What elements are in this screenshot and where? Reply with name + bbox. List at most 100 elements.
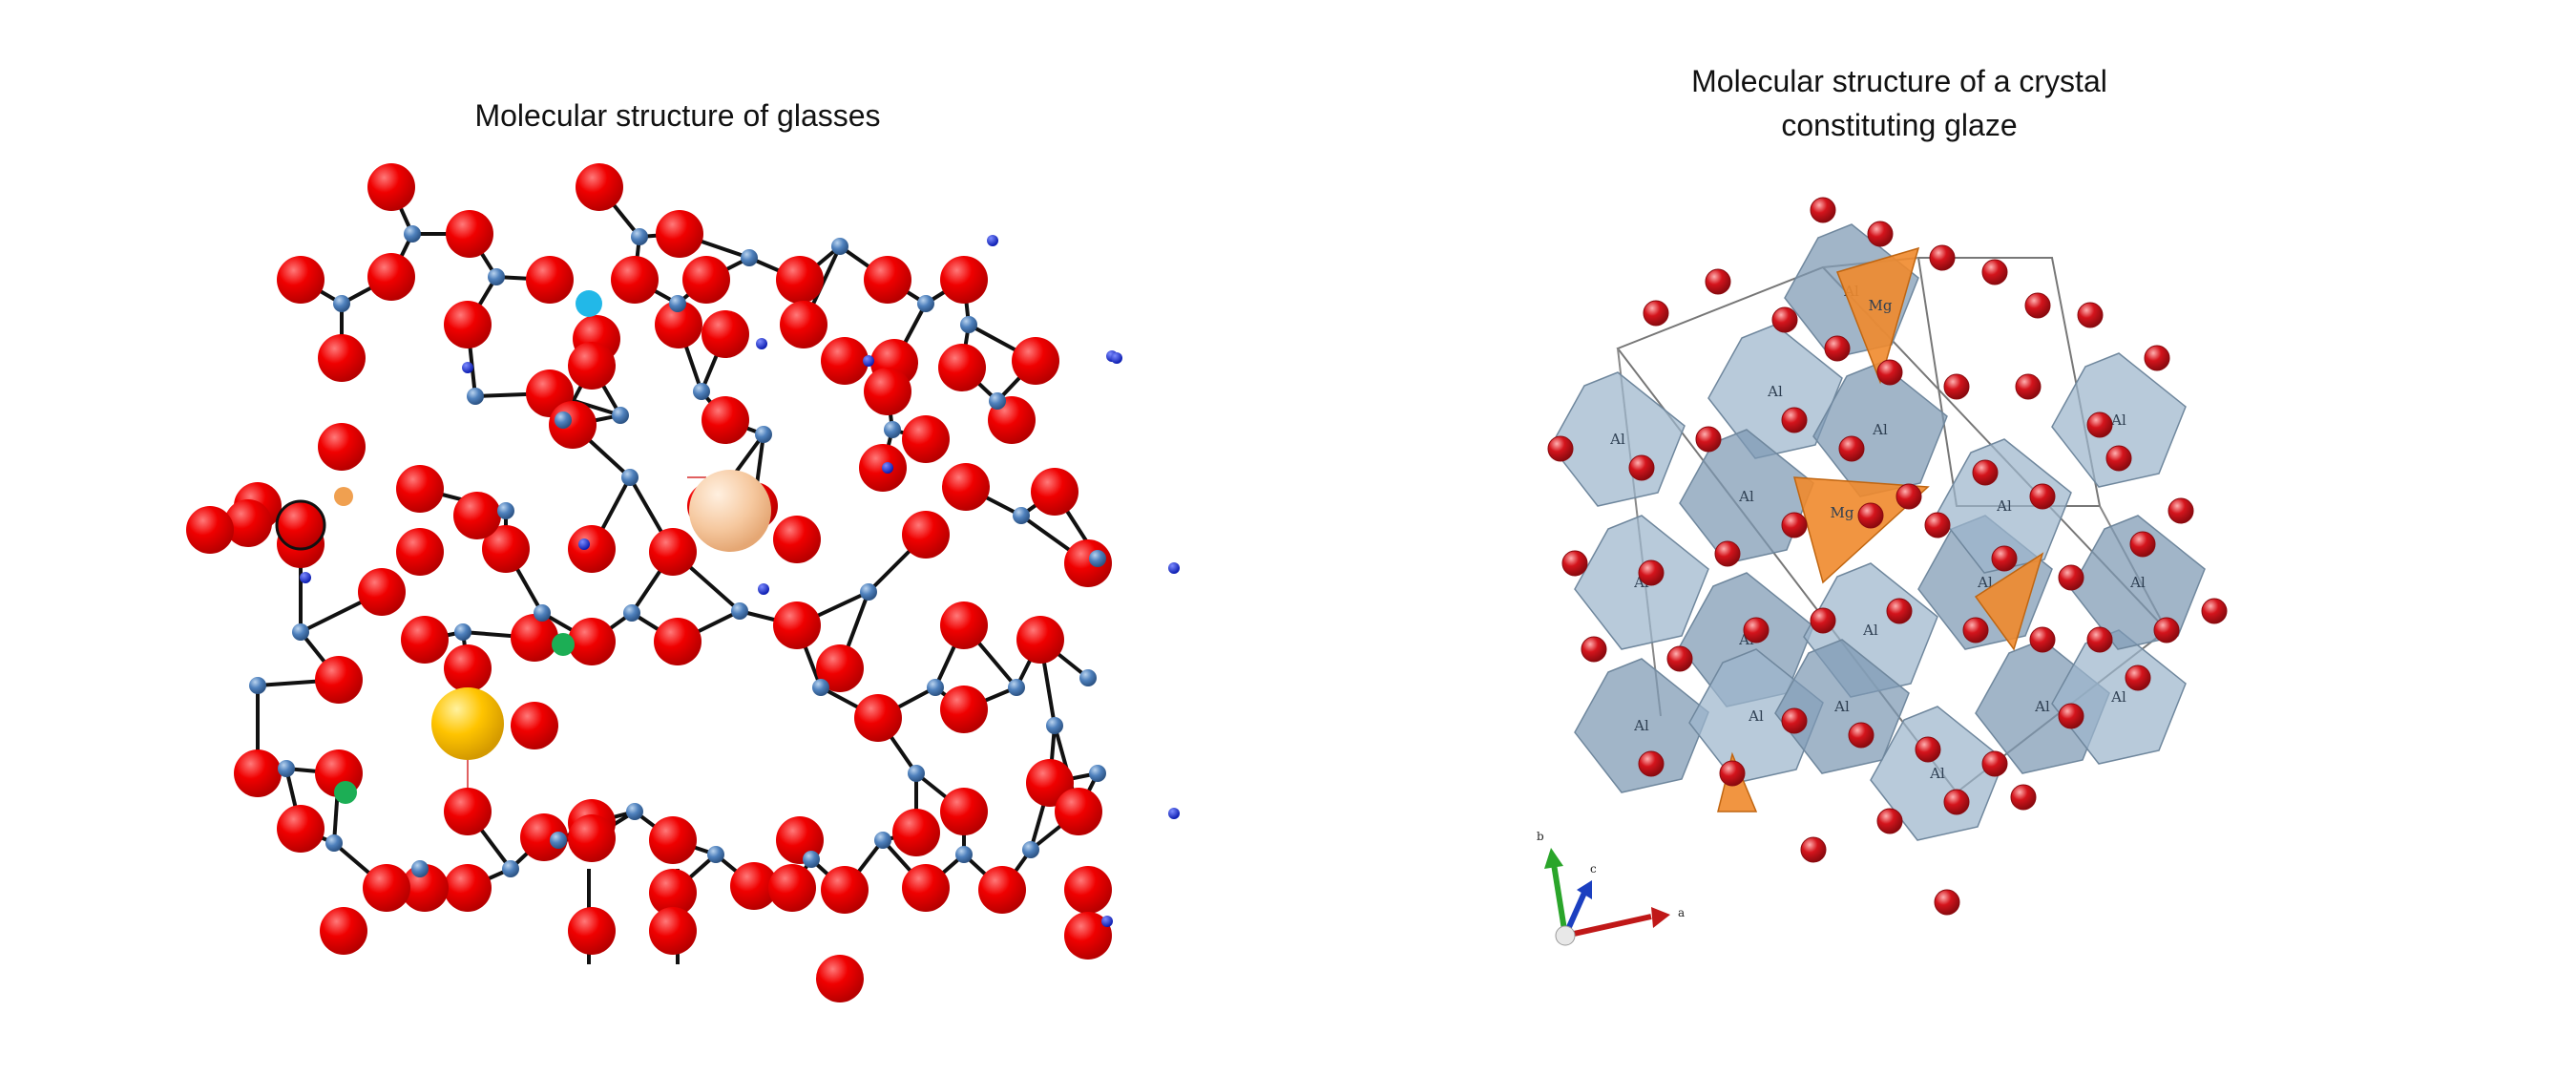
crystal-oxygen-atom — [1886, 598, 1913, 624]
crystal-oxygen-atom — [1981, 750, 2008, 777]
crystal-oxygen-atom — [1810, 607, 1836, 634]
oxygen-atom — [568, 342, 616, 390]
oxygen-atom — [655, 301, 702, 348]
crystal-oxygen-atom — [1810, 197, 1836, 223]
crystal-oxygen-atom — [1743, 617, 1770, 643]
large-peach-cation — [689, 470, 771, 552]
silicon-atom — [1089, 765, 1106, 782]
silicon-atom — [333, 295, 350, 312]
al-label: Al — [1996, 497, 2012, 515]
oxygen-atom — [702, 310, 749, 358]
network-modifier-ion — [1101, 916, 1113, 927]
silicon-atom — [874, 832, 891, 849]
mg-tetrahedron — [1836, 246, 1920, 385]
crystal-oxygen-atom — [1666, 645, 1693, 672]
crystal-oxygen-atom — [1771, 306, 1798, 333]
oxygen-atom — [940, 788, 988, 835]
silicon-atom — [741, 249, 758, 266]
silicon-atom — [411, 860, 429, 877]
crystal-oxygen-atom — [1638, 750, 1665, 777]
oxygen-atom — [367, 163, 415, 211]
network-modifier-ion — [863, 355, 874, 367]
oxygen-atom — [892, 809, 940, 856]
silicon-atom — [292, 623, 309, 641]
al-label: Al — [1833, 698, 1850, 715]
al-label: Al — [1767, 383, 1783, 400]
oxygen-atom — [520, 813, 568, 861]
silicon-atom — [631, 228, 648, 245]
silicon-atom — [550, 832, 567, 849]
oxygen-atom — [940, 601, 988, 649]
silicon-atom — [1089, 550, 1106, 567]
silicon-atom — [1046, 717, 1063, 734]
silicon-atom — [731, 602, 748, 620]
oxygen-atom — [649, 816, 697, 864]
oxygen-atom — [702, 396, 749, 444]
network-modifier-ion — [462, 362, 473, 373]
crystal-oxygen-atom — [1581, 636, 1607, 663]
al-octahedron — [2070, 515, 2206, 650]
silicon-atom — [467, 388, 484, 405]
crystal-oxygen-atom — [1924, 512, 1951, 538]
crystal-oxygen-atom — [2058, 564, 2084, 591]
oxygen-atom — [649, 907, 697, 955]
crystal-oxygen-atom — [1781, 512, 1808, 538]
oxygen-atom — [568, 907, 616, 955]
glass-network-diagram — [186, 163, 1180, 1002]
network-modifier-ion — [300, 572, 311, 583]
silicon-atom — [534, 604, 551, 622]
oxygen-atom — [444, 644, 492, 692]
silicon-atom — [927, 679, 944, 696]
oxygen-atom — [1055, 788, 1102, 835]
oxygen-atom — [649, 869, 697, 917]
oxygen-atom — [576, 163, 623, 211]
crystal-oxygen-atom — [2010, 784, 2037, 811]
mg-label: Mg — [1831, 504, 1854, 521]
oxygen-atom — [186, 506, 234, 554]
al-label: Al — [2129, 574, 2146, 591]
oxygen-atom — [401, 864, 449, 912]
axis-b-arrow — [1551, 863, 1568, 937]
bridging-oxygen-atom — [275, 499, 326, 551]
crystal-oxygen-atom — [1838, 435, 1865, 462]
glass-structure-title: Molecular structure of glasses — [474, 98, 881, 133]
oxygen-atom — [768, 864, 816, 912]
network-modifier-ion — [756, 338, 767, 349]
crystal-oxygen-atom — [1857, 502, 1884, 529]
crystal-oxygen-atom — [1705, 268, 1731, 295]
oxygen-atom — [773, 516, 821, 563]
oxygen-atom — [277, 805, 325, 853]
axis-a-arrowhead — [1651, 907, 1670, 928]
oxygen-atom — [446, 210, 493, 258]
crystal-oxygen-atom — [1895, 483, 1922, 510]
axis-b-label: b — [1537, 830, 1544, 843]
silicon-atom — [454, 623, 471, 641]
silicon-atom — [831, 238, 848, 255]
al-label: Al — [1609, 431, 1625, 448]
crystal-oxygen-atom — [1876, 808, 1903, 834]
network-modifier-ion — [1168, 808, 1180, 819]
crystal-oxygen-atom — [1800, 836, 1827, 863]
crystal-oxygen-atom — [2105, 445, 2132, 472]
crystal-oxygen-atom — [2015, 373, 2042, 400]
oxygen-atom — [234, 749, 282, 797]
oxygen-atom — [568, 814, 616, 862]
oxygen-atom — [396, 528, 444, 576]
crystal-oxygen-atom — [1561, 550, 1588, 577]
silicon-atom — [1022, 841, 1039, 858]
crystal-title-line-1: Molecular structure of a crystal — [1691, 64, 2107, 98]
crystal-oxygen-atom — [1876, 359, 1903, 386]
oxygen-atom — [363, 864, 410, 912]
silicon-atom — [669, 295, 686, 312]
crystal-oxygen-atom — [1867, 221, 1894, 247]
silicon-atom — [908, 765, 925, 782]
oxygen-atom — [482, 525, 530, 573]
oxygen-atom — [444, 788, 492, 835]
silicon-atom — [693, 383, 710, 400]
oxygen-atom — [821, 866, 869, 914]
silicon-atom — [502, 860, 519, 877]
axis-c-label: c — [1590, 862, 1597, 876]
oxygen-atom — [656, 210, 703, 258]
silicon-atom — [989, 392, 1006, 410]
silicon-atom — [626, 803, 643, 820]
